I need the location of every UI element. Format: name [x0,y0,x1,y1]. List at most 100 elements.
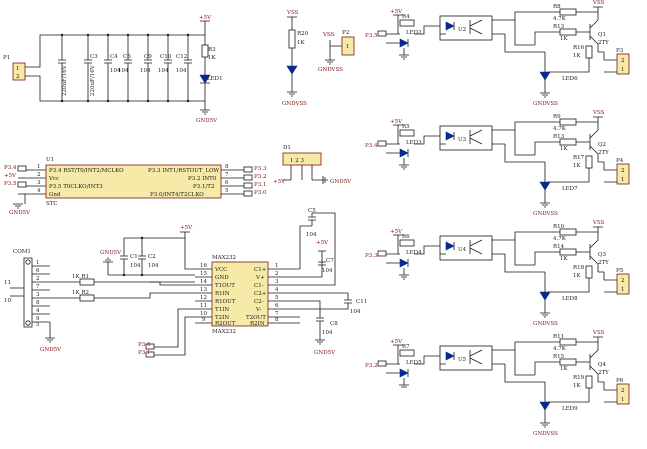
c7-vcc-label: +5V [316,240,329,246]
channel-net-label: P3.5 [365,33,378,39]
resistor-r2 [79,294,95,302]
mcu-num-8: 8 [225,164,229,170]
connector-label: P5 [616,268,624,274]
mcu-pin-left-1: P3.4 RST/T0/INT2/MCLKO [49,168,124,174]
max232-body [211,261,269,327]
vss-label: VSS [592,330,605,336]
max232-pin-r1in: R1IN [215,291,230,297]
mcu-pin-right-4: P3.0/INT4/T2CLKO [150,192,204,198]
cap-c4-value: 104 [110,68,121,74]
channel-net-label: P3.3 [365,253,378,259]
cap-c5-label: C5 [308,208,316,214]
cap-c8-label: C8 [330,321,338,327]
output-led-label: LED7 [562,186,578,192]
p2-group: P2 1 VSS GNDVSS [318,30,355,73]
mcu-pin-left-2: Vcc [48,176,59,182]
q-value: 2TY [598,150,609,156]
cap-c2-label: C2 [148,254,156,260]
channel-rin-label: R4 [402,14,410,20]
max232-num: 7 [275,311,279,317]
led1-icon [199,74,211,84]
connector-label: P4 [616,158,624,164]
output-led-label: LED9 [562,406,578,412]
conn-pin-2: 2 [621,278,625,284]
conn-pin-1: 1 [621,397,625,403]
cap-c9-value: 104 [140,68,151,74]
q-value: 2TY [598,260,609,266]
mcu-net-p33: P3.3 [254,166,267,172]
com-side-11: 11 [4,280,11,286]
cap-c11-label: C11 [356,299,367,305]
max232-num: 6 [275,303,279,309]
cap-c11-value: 104 [350,309,361,315]
rc-value: 1K [573,383,581,389]
output-connector [616,273,630,295]
mcu-net-p34: P3.4 [4,165,17,171]
d1-label: D1 [283,145,291,151]
output-led-label: LED6 [562,76,578,82]
max232-num: 1 [275,263,279,269]
channel-net-label: P3.2 [365,363,377,369]
p1-pin-2: 2 [16,74,20,80]
d1-gnd-label: GND5V [330,179,352,185]
connector-label: P3 [616,48,624,54]
resistor-r1 [79,278,95,286]
db9-shell [23,257,33,328]
mcu-part-label: STC [46,201,58,207]
resistor-ra [559,118,577,126]
max232-net-p30: P3.0 [138,342,151,348]
q-label: Q2 [598,142,606,148]
cap-c1-value: 104 [130,263,141,269]
channel-led-icon [399,368,409,378]
q-value: 2TY [598,370,609,376]
rc-label: R19 [573,375,585,381]
rb-value: 1K [560,36,568,42]
resistor-in [399,239,415,247]
max232-label: MAX232 [212,255,236,261]
cap-c7-label: C7 [326,258,334,264]
rc-value: 1K [573,163,581,169]
channel-gnd-label: GNDVSS [533,211,558,217]
opto-led-icon [445,241,455,251]
max232-pin-r1out: R1OUT [215,299,236,305]
bulk-cap-2-value: 220uF/16V [90,64,96,96]
vcc-label: +5V [199,15,212,21]
mcu-net-p30: P3.0 [254,190,267,196]
max232-num: 10 [200,311,207,317]
net-port [377,30,387,37]
mcu-label: U1 [46,157,54,163]
channel-gnd-label: GNDVSS [533,101,558,107]
mcu-gnd-label: GND5V [9,210,31,216]
channel-gnd-label: GNDVSS [533,321,558,327]
cap-c7-value: 104 [322,268,333,274]
max232-num: 2 [275,271,279,277]
max232-pin-vcc: VCC [214,267,227,273]
conn-pin-1: 1 [621,287,625,293]
net-port [377,250,387,257]
channel-led-icon [399,258,409,268]
output-connector [616,383,630,405]
mcu-num-6: 6 [225,180,229,186]
com-pin-6: 6 [36,268,40,274]
max232-num: 15 [200,271,207,277]
cap-c4-label: C4 [110,54,118,60]
ra-label: R10 [553,224,565,230]
rc-value: 1K [573,273,581,279]
max232-num: 8 [275,317,279,323]
conn-pin-1: 1 [621,177,625,183]
r3-value: 1K [208,55,216,61]
resistor-in [399,19,415,27]
com-pin-1: 1 [36,260,40,266]
output-led-icon [539,401,551,411]
opto-led-icon [445,351,455,361]
r3-label: R3 [208,47,216,53]
max232-num: 14 [200,279,207,285]
resistor-in [399,129,415,137]
mcu-body [45,164,222,199]
output-led-label: LED8 [562,296,578,302]
cap-c1-label: C1 [130,254,138,260]
max232-gnd-label: GND5V [314,350,336,356]
